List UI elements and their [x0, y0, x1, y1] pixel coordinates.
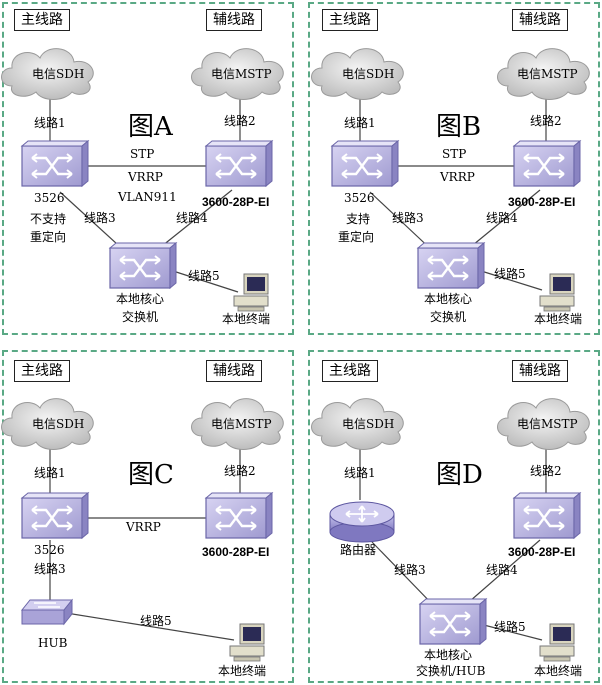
- cloud-mstp-label-a: 电信MSTP: [211, 67, 272, 81]
- device-3600-label-d: 3600-28P-EI: [508, 545, 576, 559]
- panel-d: [308, 350, 600, 683]
- line3-label-c: 线路3: [34, 562, 66, 576]
- line4-label-b: 线路4: [486, 211, 518, 225]
- vrrp-label-a: VRRP: [128, 170, 163, 184]
- vrrp-label-b: VRRP: [440, 170, 475, 184]
- line2-label-a: 线路2: [224, 114, 256, 128]
- stp-label-a: STP: [130, 147, 155, 161]
- hub-label-c: HUB: [38, 636, 68, 650]
- switch-3600-a: [204, 139, 274, 188]
- stp-label-b: STP: [442, 147, 467, 161]
- core-label2-a: 交换机: [122, 310, 159, 324]
- switch-3526-a: [20, 139, 90, 188]
- cloud-sdh-label-b: 电信SDH: [342, 67, 395, 81]
- cloud-sdh-label-d: 电信SDH: [342, 417, 395, 431]
- device-3526-label-c: 3526: [34, 543, 65, 557]
- note1-label-b: 支持: [346, 212, 371, 226]
- line1-label-b: 线路1: [344, 116, 376, 130]
- terminal-c: [229, 623, 265, 662]
- core-label1-d: 本地核心: [424, 648, 473, 662]
- terminal-label-d: 本地终端: [534, 664, 583, 678]
- terminal-label-a: 本地终端: [222, 312, 271, 326]
- line3-label-a: 线路3: [84, 211, 116, 225]
- panel-d-links: [359, 438, 547, 641]
- line1-label-d: 线路1: [344, 466, 376, 480]
- cloud-mstp-label-c: 电信MSTP: [211, 417, 272, 431]
- line5-label-d: 线路5: [494, 620, 526, 634]
- figure-title-a: 图A: [128, 112, 173, 142]
- note2-label-b: 重定向: [338, 230, 375, 244]
- switch-core-a: [108, 241, 178, 290]
- line3-label-b: 线路3: [392, 211, 424, 225]
- aux-line-label-c: 辅线路: [206, 360, 262, 382]
- hub-c: [21, 599, 73, 625]
- cloud-mstp-label-d: 电信MSTP: [517, 417, 578, 431]
- line3-label-d: 线路3: [394, 563, 426, 577]
- main-line-label-c: 主线路: [14, 360, 70, 382]
- line1-label-c: 线路1: [34, 466, 66, 480]
- aux-line-label-d: 辅线路: [512, 360, 568, 382]
- router-label-d: 路由器: [340, 543, 377, 557]
- device-3600-label-a: 3600-28P-EI: [202, 195, 270, 209]
- panel-c: [2, 350, 294, 683]
- switch-3600-d: [512, 491, 582, 540]
- switch-3526-b: [330, 139, 400, 188]
- main-line-label-b: 主线路: [322, 9, 378, 31]
- line2-label-d: 线路2: [530, 464, 562, 478]
- cloud-sdh-label-a: 电信SDH: [32, 67, 85, 81]
- line4-label-d: 线路4: [486, 563, 518, 577]
- line5-label-b: 线路5: [494, 267, 526, 281]
- device-3600-label-b: 3600-28P-EI: [508, 195, 576, 209]
- terminal-label-c: 本地终端: [218, 664, 267, 678]
- line4-label-a: 线路4: [176, 211, 208, 225]
- terminal-b: [539, 273, 575, 312]
- device-3600-label-c: 3600-28P-EI: [202, 545, 270, 559]
- main-line-label-d: 主线路: [322, 360, 378, 382]
- panel-a: [2, 2, 294, 335]
- line5-label-c: 线路5: [140, 614, 172, 628]
- aux-line-label-a: 辅线路: [206, 9, 262, 31]
- terminal-d: [539, 623, 575, 662]
- terminal-label-b: 本地终端: [534, 312, 583, 326]
- line1-label-a: 线路1: [34, 116, 66, 130]
- core-label2-d: 交换机/HUB: [416, 664, 486, 678]
- switch-core-d: [418, 597, 488, 646]
- core-label1-a: 本地核心: [116, 292, 165, 306]
- terminal-a: [233, 273, 269, 312]
- switch-3600-c: [204, 491, 274, 540]
- main-line-label-a: 主线路: [14, 9, 70, 31]
- switch-3526-c: [20, 491, 90, 540]
- figure-title-b: 图B: [436, 112, 482, 142]
- figure-title-c: 图C: [128, 460, 174, 490]
- line2-label-b: 线路2: [530, 114, 562, 128]
- cloud-mstp-label-b: 电信MSTP: [517, 67, 578, 81]
- switch-3600-b: [512, 139, 582, 188]
- core-label1-b: 本地核心: [424, 292, 473, 306]
- router-d: [329, 501, 395, 543]
- device-3526-label-a: 3526: [34, 191, 65, 205]
- note1-label-a: 不支持: [30, 212, 67, 226]
- figure-title-d: 图D: [436, 460, 483, 490]
- line5-label-a: 线路5: [188, 269, 220, 283]
- line2-label-c: 线路2: [224, 464, 256, 478]
- switch-core-b: [416, 241, 486, 290]
- note2-label-a: 重定向: [30, 230, 67, 244]
- device-3526-label-b: 3526: [344, 191, 375, 205]
- cloud-sdh-label-c: 电信SDH: [32, 417, 85, 431]
- vlan-label-a: VLAN911: [118, 190, 177, 204]
- vrrp-label-c: VRRP: [126, 520, 161, 534]
- panel-b: [308, 2, 600, 335]
- aux-line-label-b: 辅线路: [512, 9, 568, 31]
- core-label2-b: 交换机: [430, 310, 467, 324]
